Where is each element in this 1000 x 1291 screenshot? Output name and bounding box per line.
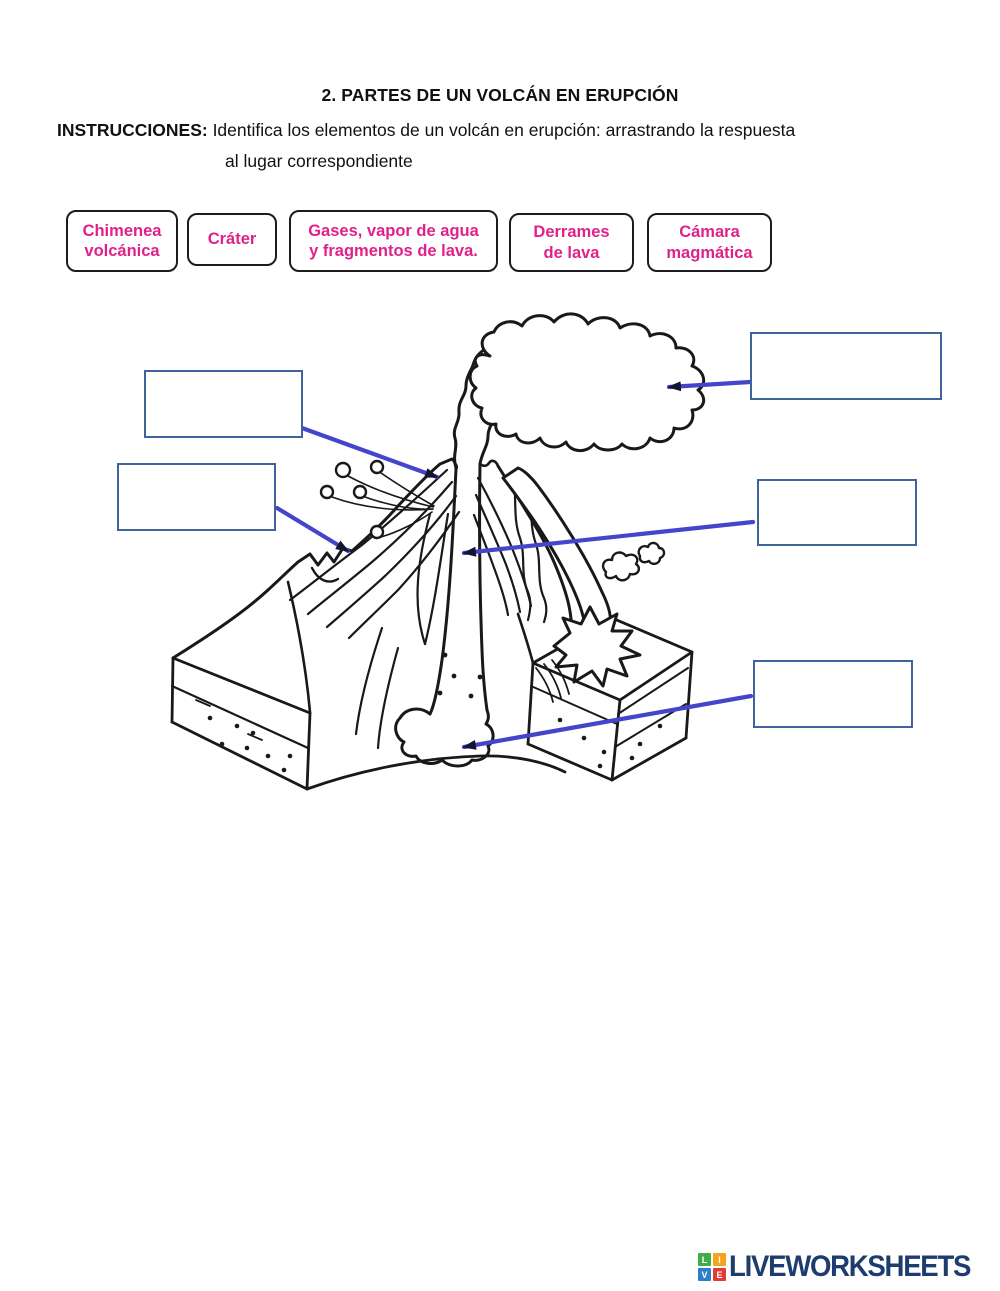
strata-left [288, 468, 461, 750]
drag-label-text: Gases, vapor de agua [308, 221, 479, 240]
lava-splat [552, 605, 642, 688]
page-title: 2. PARTES DE UN VOLCÁN EN ERUPCIÓN [321, 85, 679, 105]
drag-label-text: Cámara [679, 223, 740, 242]
label-arrows [274, 379, 756, 750]
drag-label-text: de lava [543, 243, 600, 262]
drop-zone-2[interactable] [117, 463, 276, 531]
drop-zone-1[interactable] [144, 370, 303, 438]
drag-label-text: magmática [666, 243, 753, 262]
icon-letter-l: L [698, 1253, 711, 1266]
drag-label-text: Cráter [207, 230, 257, 249]
drag-label-camara-magmatica[interactable]: Cámara magmática [647, 213, 772, 272]
steam-puffs [601, 541, 666, 582]
drop-zone-5[interactable] [753, 660, 913, 728]
arrow-to-magma-chamber [461, 693, 754, 750]
arrow-to-slope-vent [274, 505, 351, 554]
tephra-fragments [319, 459, 435, 540]
drag-label-crater[interactable]: Cráter [187, 213, 277, 266]
liveworksheets-wordmark: LIVEWORKSHEETS [729, 1250, 971, 1283]
liveworksheets-grid-icon: L I V E [698, 1253, 726, 1281]
liveworksheets-logo: L I V E LIVEWORKSHEETS [698, 1250, 991, 1284]
arrow-to-conduit [461, 519, 756, 557]
magma-chamber [394, 652, 495, 768]
conduit [428, 462, 489, 716]
drop-zone-3[interactable] [750, 332, 942, 400]
instructions-label: INSTRUCCIONES: [57, 120, 208, 140]
ground-block-left [170, 656, 312, 791]
icon-letter-i: I [713, 1253, 726, 1266]
drag-label-text: Chimenea [82, 221, 162, 240]
drag-label-chimenea-volcanica[interactable]: Chimenea volcánica [66, 210, 178, 272]
arrow-to-crater [299, 425, 440, 480]
instructions-line2: al lugar correspondiente [225, 151, 413, 171]
drag-label-derrames-de-lava[interactable]: Derrames de lava [509, 213, 634, 272]
icon-letter-e: E [713, 1268, 726, 1281]
drop-zone-4[interactable] [757, 479, 917, 546]
ground-block-right [526, 616, 694, 782]
arrow-to-ash-cloud [666, 379, 753, 392]
drag-label-text: y fragmentos de lava. [309, 242, 478, 260]
ash-cloud [468, 312, 706, 452]
drag-label-text: volcánica [84, 242, 160, 260]
drag-label-gases-vapor-fragmentos[interactable]: Gases, vapor de agua y fragmentos de lav… [289, 210, 498, 272]
volcano-cone [171, 457, 573, 750]
icon-letter-v: V [698, 1268, 711, 1281]
drag-label-text: Derrames [533, 223, 610, 242]
instructions: INSTRUCCIONES: Identifica los elementos … [57, 115, 957, 177]
instructions-line1: INSTRUCCIONES: Identifica los elementos … [57, 120, 796, 140]
ground-curve [305, 754, 567, 791]
